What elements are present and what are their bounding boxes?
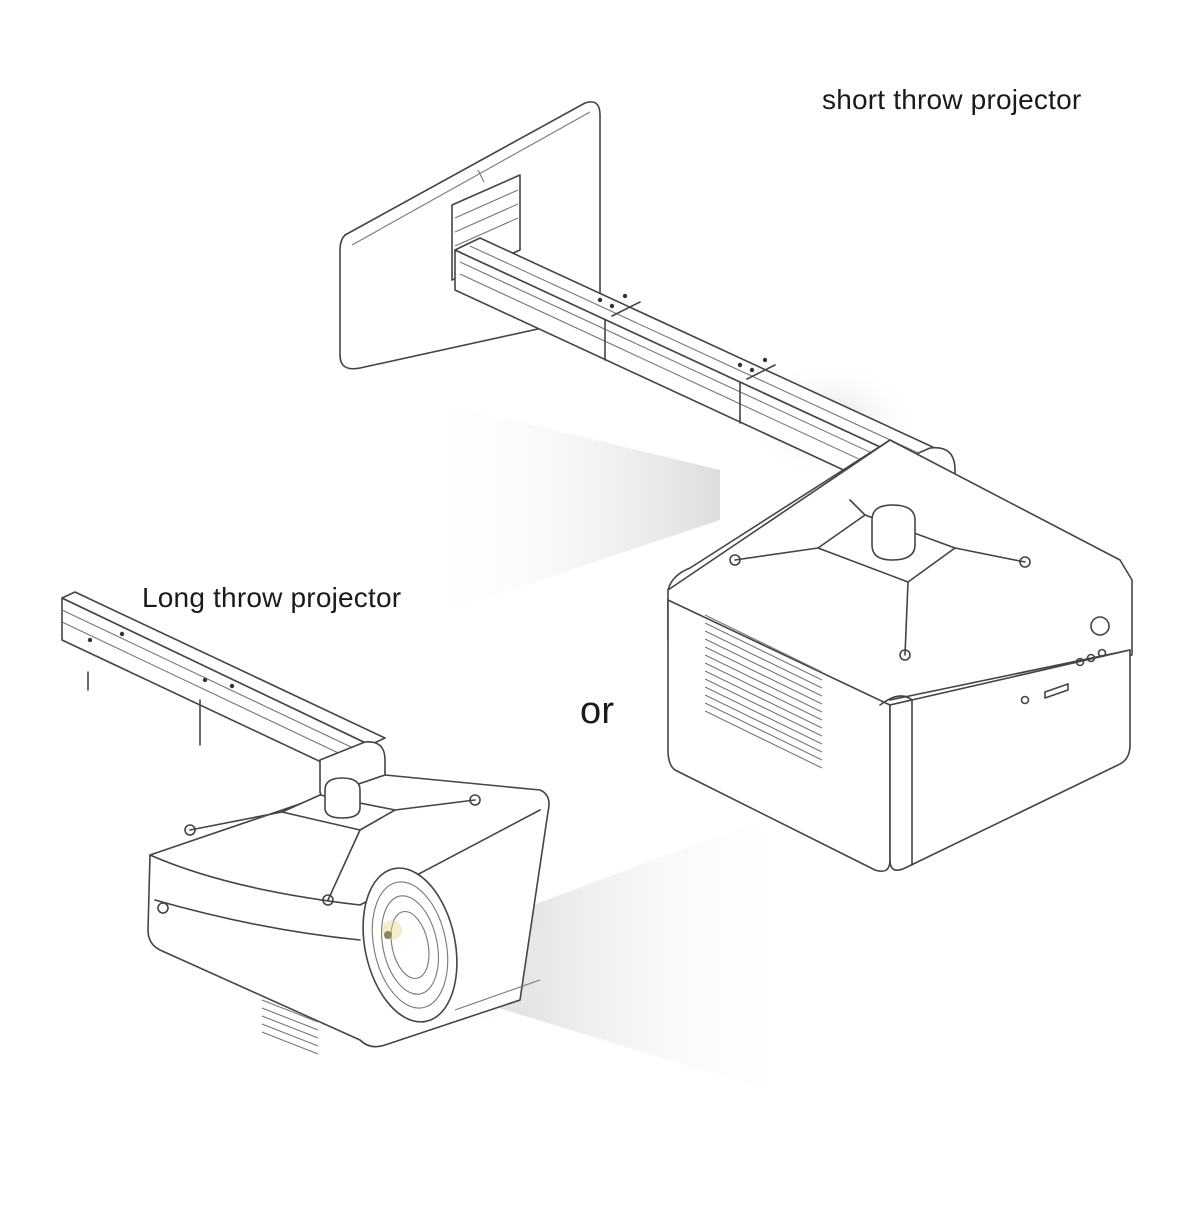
long-throw-projector: [147, 774, 550, 1055]
projector-lens: [362, 867, 458, 1023]
power-button-icon: [157, 902, 169, 914]
or-label: or: [580, 690, 615, 732]
io-ports: [1020, 616, 1110, 705]
vent-grille: [704, 614, 823, 769]
short-throw-projector: [667, 439, 1133, 873]
extension-arm-bottom: [61, 591, 386, 808]
long-throw-label: Long throw projector: [142, 582, 402, 613]
mount-plate-top: [729, 499, 1031, 661]
short-throw-label: short throw projector: [822, 84, 1082, 115]
